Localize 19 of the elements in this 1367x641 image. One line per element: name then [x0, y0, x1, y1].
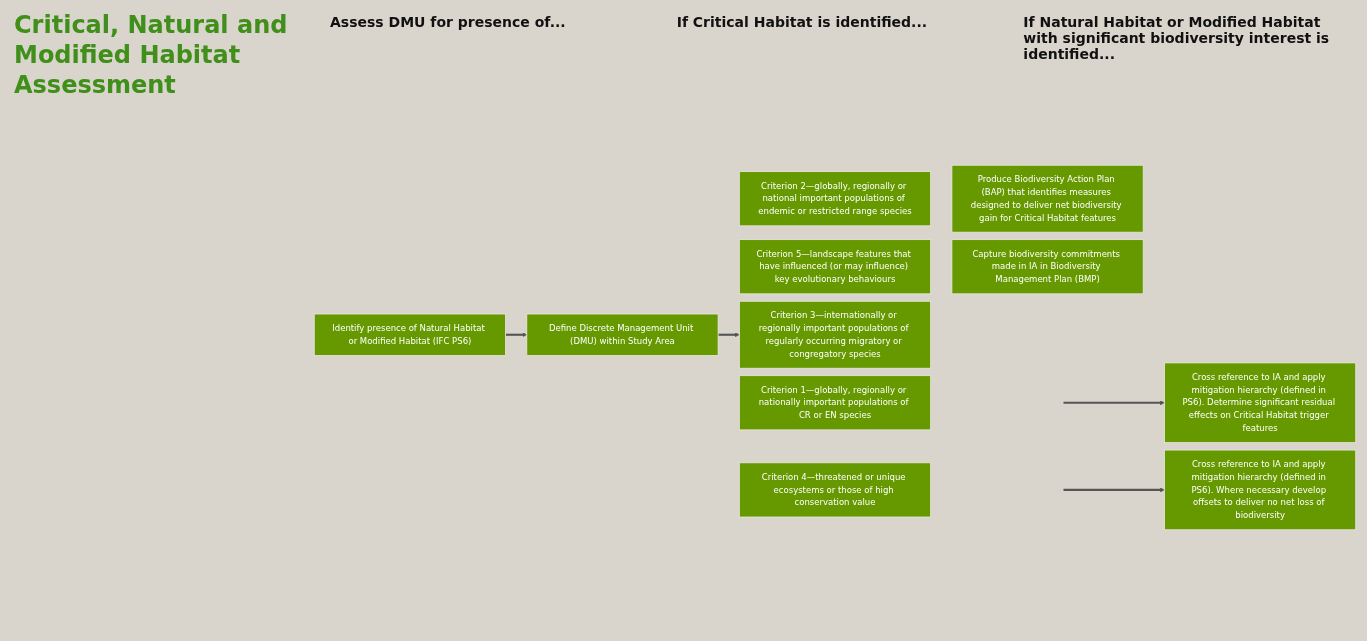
column-heading: Assess DMU for presence of...	[330, 14, 567, 32]
node-box: Capture biodiversity commitments made in IA in Biodiversity Management Plan (BMP)	[951, 239, 1144, 295]
arrow	[1063, 400, 1165, 406]
node-box: Criterion 2—globally, regionally or national important populations of endemic or restricted range species	[738, 171, 932, 227]
title: Critical, Natural and Modified Habitat Assessment	[14, 10, 289, 100]
arrow	[1063, 487, 1165, 493]
node-box: Produce Biodiversity Action Plan (BAP) that identifies measures designed to deliver net biodiversity gain for Critical Habitat features	[951, 164, 1144, 233]
column-heading: If Critical Habitat is identified...	[676, 14, 929, 32]
node-box: Criterion 1—globally, regionally or nationally important populations of CR or EN species	[738, 375, 932, 431]
node-box: Cross reference to IA and apply mitigation hierarchy (defined in PS6). Determine significant residual effects on Critical Habitat trigger features	[1164, 362, 1357, 443]
node-box: Cross reference to IA and apply mitigation hierarchy (defined in PS6). Where necessary develop offsets to deliver no net loss of biodiversity	[1164, 449, 1357, 531]
arrow	[505, 332, 527, 338]
node-box: Identify presence of Natural Habitat or Modified Habitat (IFC PS6)	[313, 313, 506, 356]
node-box: Criterion 3—internationally or regionally important populations of regularly occurring migratory or congregatory species	[738, 300, 932, 369]
node-box: Define Discrete Management Unit (DMU) within Study Area	[526, 313, 719, 356]
arrow	[718, 332, 740, 338]
node-box: Criterion 5—landscape features that have influenced (or may influence) key evolutionary behaviours	[738, 239, 932, 295]
node-box: Criterion 4—threatened or unique ecosystems or those of high conservation value	[738, 462, 932, 518]
column-heading: If Natural Habitat or Modified Habitat with significant biodiversity interest is identified...	[1023, 14, 1331, 62]
